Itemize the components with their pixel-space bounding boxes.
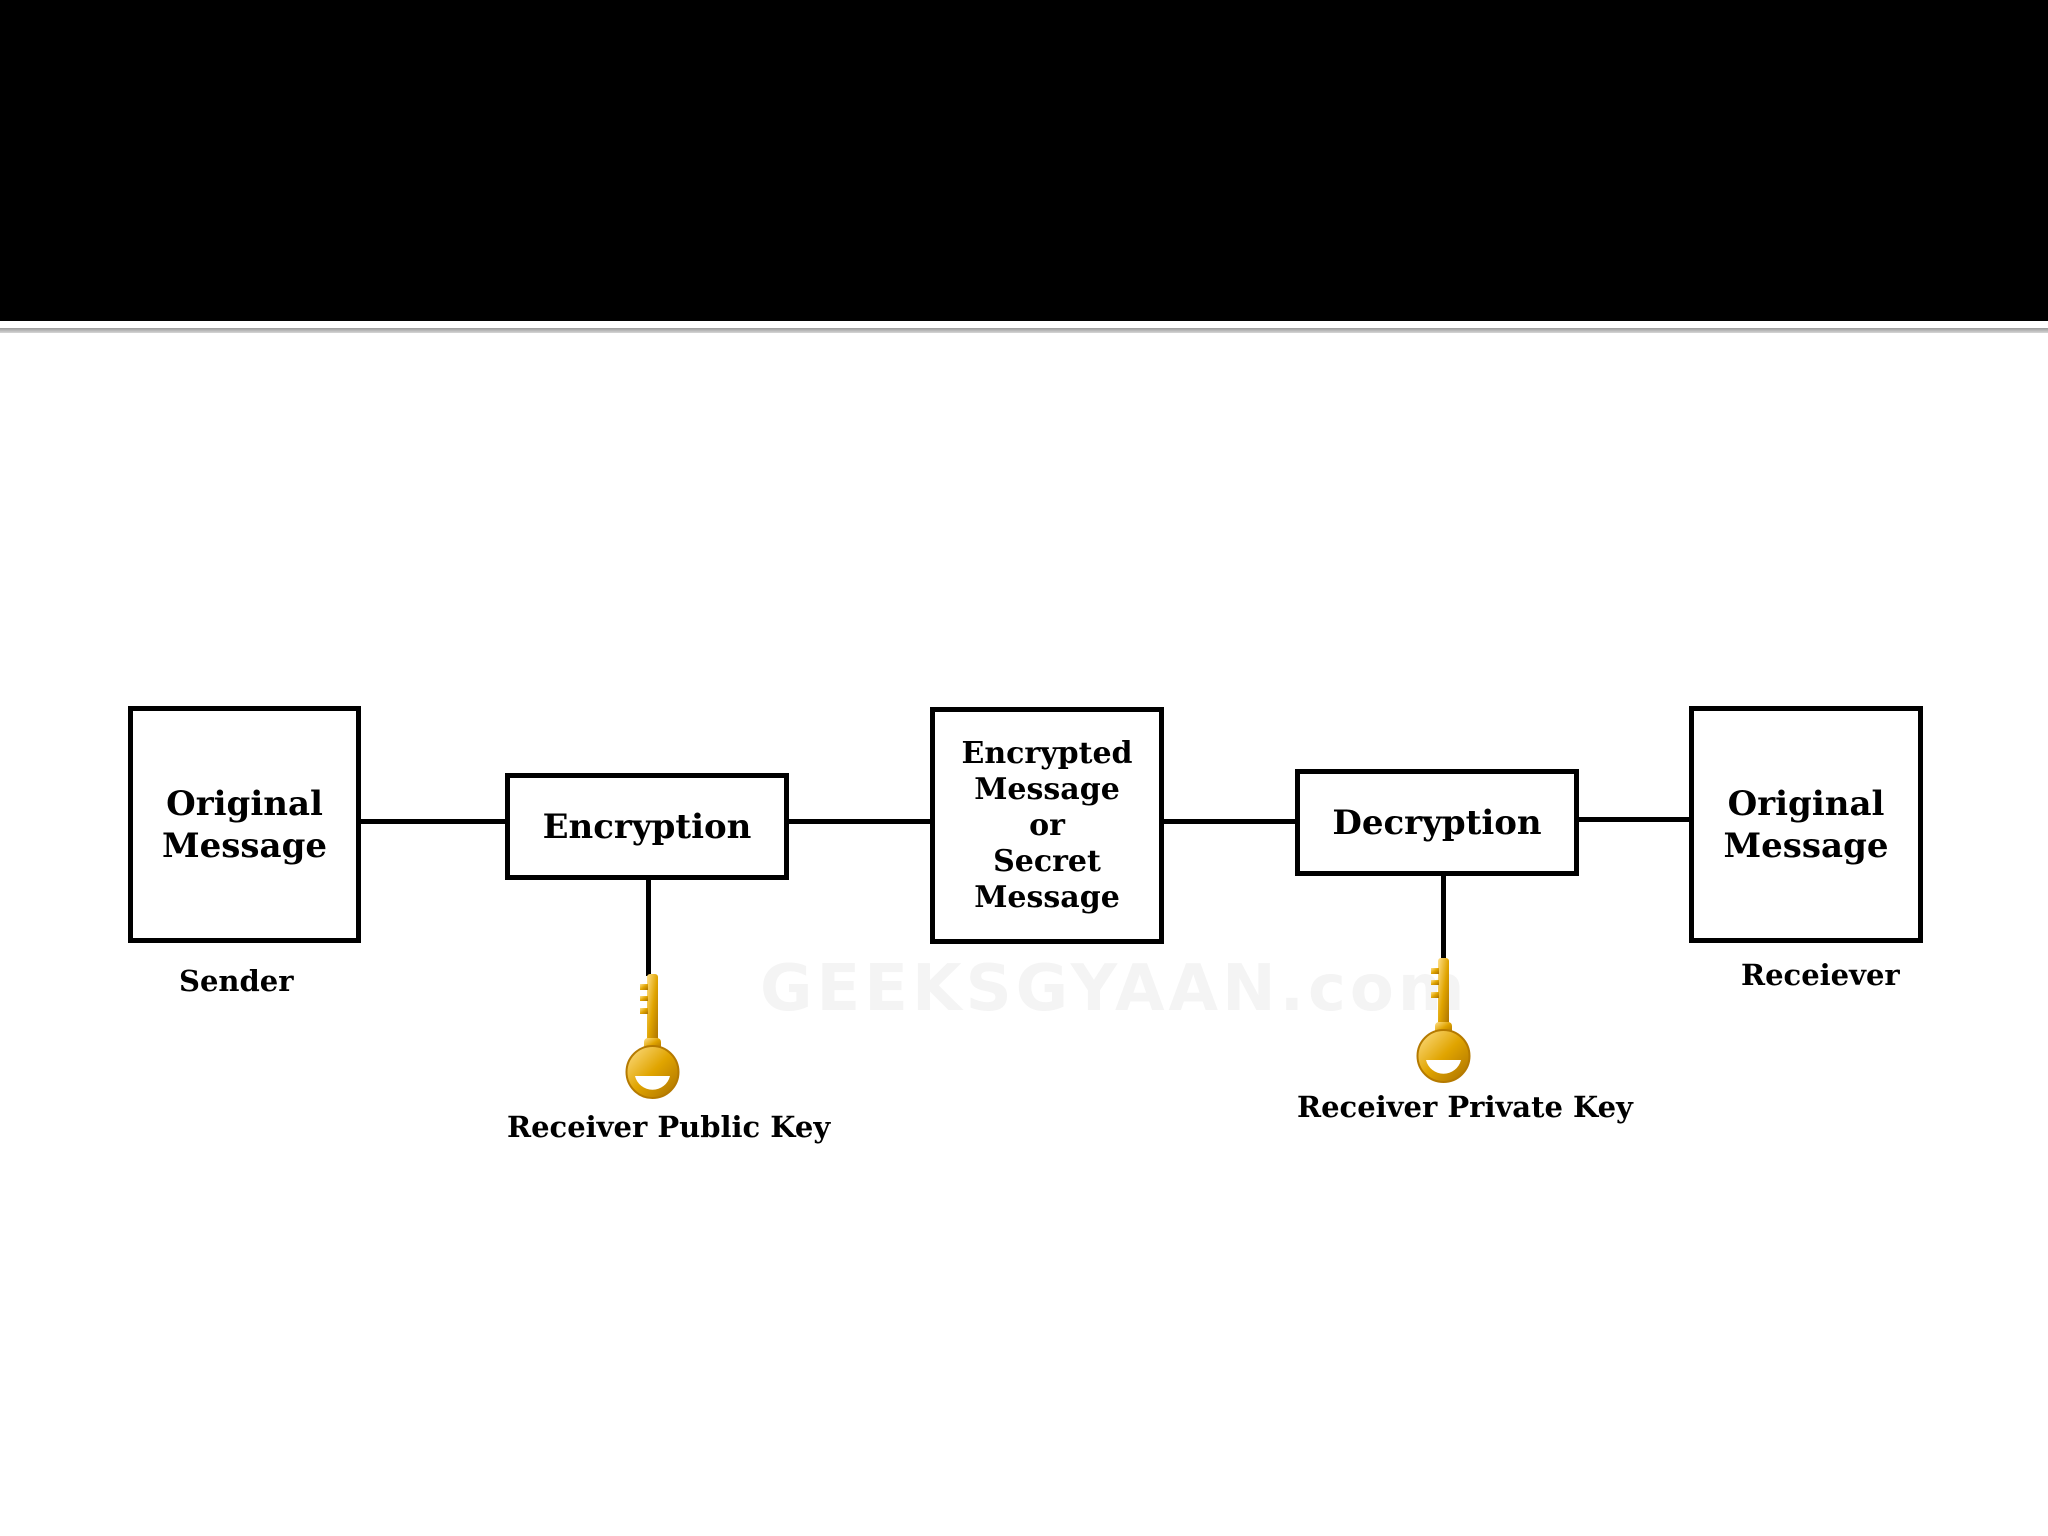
receiver-box-line1: Original — [1727, 783, 1885, 824]
connector-decryption-private-key — [1441, 872, 1446, 960]
encryption-box: Encryption — [505, 773, 789, 880]
receiver-caption: Receiever — [1741, 958, 1900, 992]
public-key-icon — [625, 974, 680, 1099]
connector-encryption-public-key — [646, 876, 651, 976]
sender-box-line1: Original — [166, 783, 323, 824]
encryption-label: Encryption — [542, 806, 752, 847]
connector-sender-encryption — [356, 819, 508, 824]
encrypted-box-line3: or — [1029, 807, 1065, 843]
connector-encryption-encrypted — [785, 819, 933, 824]
title-bar — [0, 0, 2048, 321]
watermark: GEEKSGYAAN.com — [760, 952, 1469, 1026]
receiver-box-line2: Message — [1723, 825, 1889, 866]
encrypted-box-line4: Secret — [993, 843, 1101, 879]
private-key-icon — [1416, 958, 1471, 1083]
title-divider — [0, 328, 2048, 333]
sender-original-message-box: Original Message — [128, 706, 361, 943]
connector-decryption-receiver — [1575, 817, 1692, 822]
sender-box-line2: Message — [162, 825, 327, 866]
encrypted-box-line5: Message — [974, 879, 1120, 915]
encrypted-message-box: Encrypted Message or Secret Message — [930, 707, 1164, 944]
encrypted-box-line2: Message — [974, 771, 1120, 807]
sender-caption: Sender — [179, 964, 294, 998]
public-key-caption: Receiver Public Key — [507, 1110, 831, 1144]
decryption-box: Decryption — [1295, 769, 1579, 876]
encrypted-box-line1: Encrypted — [961, 735, 1133, 771]
private-key-caption: Receiver Private Key — [1297, 1090, 1633, 1124]
receiver-original-message-box: Original Message — [1689, 706, 1923, 943]
decryption-label: Decryption — [1332, 802, 1542, 843]
connector-encrypted-decryption — [1162, 819, 1298, 824]
